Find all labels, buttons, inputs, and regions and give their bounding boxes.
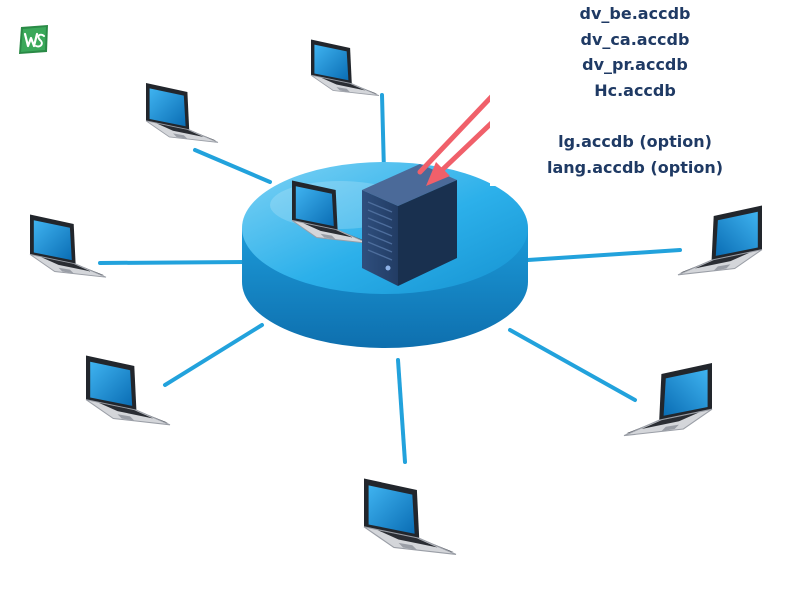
- file-name: dv_be.accdb: [579, 4, 691, 23]
- file-name: dv_pr.accdb: [582, 55, 688, 74]
- cable: [526, 248, 682, 262]
- laptop-icon: [677, 204, 763, 276]
- laptop-icon: [145, 82, 219, 143]
- cable: [508, 328, 637, 402]
- laptop-icon: [29, 214, 107, 278]
- cable: [98, 260, 247, 265]
- file-name: lang.accdb (option): [546, 158, 724, 177]
- network-cables: [98, 93, 682, 464]
- cable: [193, 148, 272, 184]
- file-list: dv_be.accdb dv_ca.accdb dv_pr.accdb Hc.a…: [490, 0, 780, 186]
- ws-logo-icon: [19, 25, 48, 54]
- laptop-icon: [623, 362, 713, 437]
- laptop-icon: [85, 354, 171, 426]
- file-name: Hc.accdb: [594, 81, 676, 100]
- cable: [396, 358, 407, 464]
- laptop-icon: [310, 39, 380, 97]
- file-name: lg.accdb (option): [558, 132, 712, 151]
- laptop-icon: [363, 477, 457, 555]
- cable: [163, 323, 264, 387]
- file-name: dv_ca.accdb: [580, 30, 690, 49]
